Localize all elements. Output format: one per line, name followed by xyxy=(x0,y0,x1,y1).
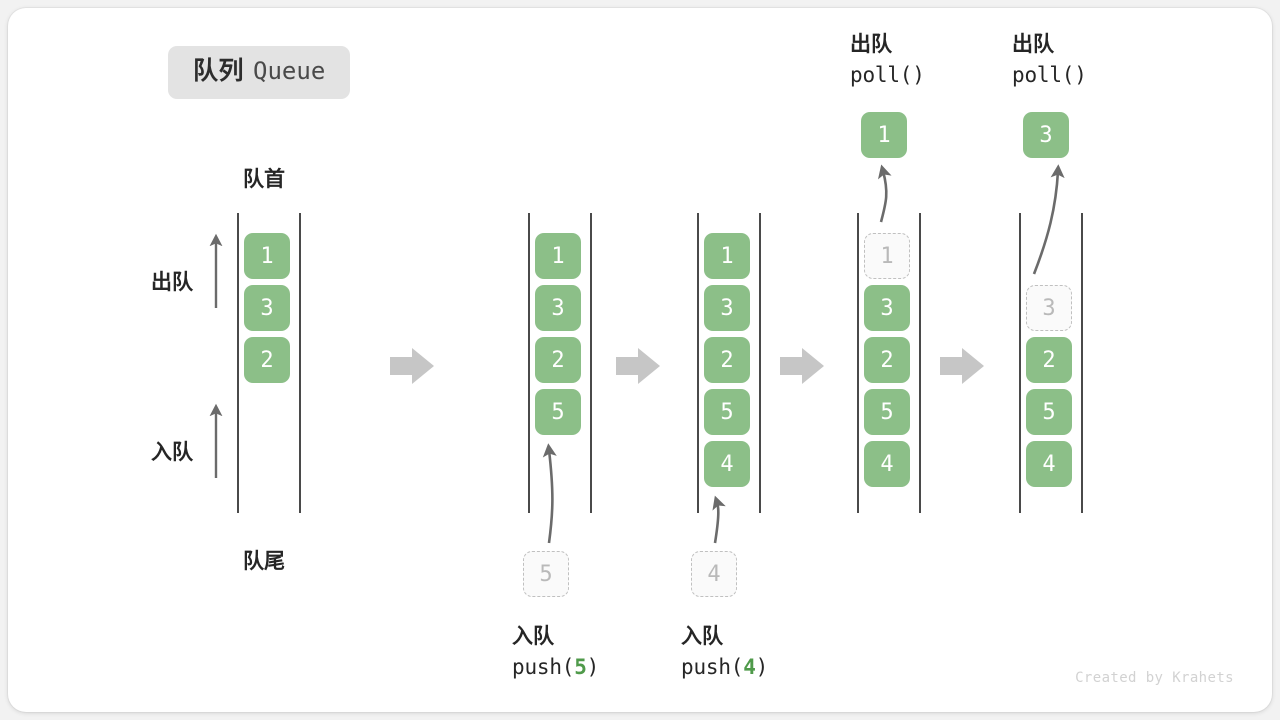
stage2-element-2: 2 xyxy=(535,337,581,383)
stage3-element-2: 2 xyxy=(704,337,750,383)
stage1-rail-left xyxy=(237,213,239,513)
stage5-element-4: 4 xyxy=(1026,441,1072,487)
stage4-element-2: 2 xyxy=(864,337,910,383)
push4-label-cn: 入队 xyxy=(681,625,723,648)
step-arrow-3 xyxy=(780,348,824,384)
stage3-rail-left xyxy=(697,213,699,513)
step-arrow-1 xyxy=(390,348,434,384)
stage1-rail-right xyxy=(299,213,301,513)
stage4-element-1: 3 xyxy=(864,285,910,331)
credit-text: Created by Krahets xyxy=(1075,670,1234,686)
dequeue-direction-label: 出队 xyxy=(151,271,193,294)
step-arrow-2 xyxy=(616,348,660,384)
stage5-rail-left xyxy=(1019,213,1021,513)
stage2-rail-left xyxy=(528,213,530,513)
queue-head-label: 队首 xyxy=(243,168,285,191)
stage4-element-4: 4 xyxy=(864,441,910,487)
stage2-rail-right xyxy=(590,213,592,513)
stage2-element-3: 5 xyxy=(535,389,581,435)
stage3-element-4: 4 xyxy=(704,441,750,487)
stage3-element-0: 1 xyxy=(704,233,750,279)
push5-label-code: push(5) xyxy=(512,655,600,680)
stage1-element-1: 3 xyxy=(244,285,290,331)
stage5-element-2: 2 xyxy=(1026,337,1072,383)
push4-operation-label: 入队 push(4) xyxy=(681,622,768,683)
title-chinese: 队列 xyxy=(193,57,245,85)
stage3-element-3: 5 xyxy=(704,389,750,435)
stage4-outgoing-element: 1 xyxy=(861,112,907,158)
stage3-rail-right xyxy=(759,213,761,513)
stage4-element-0: 1 xyxy=(864,233,910,279)
stage1-element-2: 2 xyxy=(244,337,290,383)
poll1-arrow xyxy=(878,164,892,223)
stage2-incoming-element: 5 xyxy=(523,551,569,597)
poll2-label-cn: 出队 xyxy=(1012,33,1054,56)
stage2-element-1: 3 xyxy=(535,285,581,331)
diagram-card: 队列 Queue 队首 队尾 出队 入队 1 3 2 1 3 2 5 5 入队 p… xyxy=(8,8,1272,712)
enqueue-direction-label: 入队 xyxy=(151,441,193,464)
stage4-rail-left xyxy=(857,213,859,513)
stage3-element-1: 3 xyxy=(704,285,750,331)
title-english: Queue xyxy=(253,57,326,85)
poll2-label-code: poll() xyxy=(1012,63,1087,88)
stage3-incoming-element: 4 xyxy=(691,551,737,597)
poll1-operation-label: 出队 poll() xyxy=(850,30,925,91)
stage5-element-1: 3 xyxy=(1026,285,1072,331)
diagram-title-badge: 队列 Queue xyxy=(168,46,351,99)
poll1-label-code: poll() xyxy=(850,63,925,88)
step-arrow-4 xyxy=(940,348,984,384)
stage5-element-3: 5 xyxy=(1026,389,1072,435)
stage5-outgoing-element: 3 xyxy=(1023,112,1069,158)
poll2-operation-label: 出队 poll() xyxy=(1012,30,1087,91)
stage5-rail-right xyxy=(1081,213,1083,513)
push5-operation-label: 入队 push(5) xyxy=(512,622,599,683)
stage1-element-0: 1 xyxy=(244,233,290,279)
push4-arrow xyxy=(712,495,726,544)
push4-label-code: push(4) xyxy=(681,655,769,680)
push5-label-cn: 入队 xyxy=(512,625,554,648)
poll2-arrow xyxy=(1032,164,1065,275)
queue-tail-label: 队尾 xyxy=(243,550,285,573)
stage4-element-3: 5 xyxy=(864,389,910,435)
poll1-label-cn: 出队 xyxy=(850,33,892,56)
push5-arrow xyxy=(542,443,557,544)
stage2-element-0: 1 xyxy=(535,233,581,279)
stage4-rail-right xyxy=(919,213,921,513)
